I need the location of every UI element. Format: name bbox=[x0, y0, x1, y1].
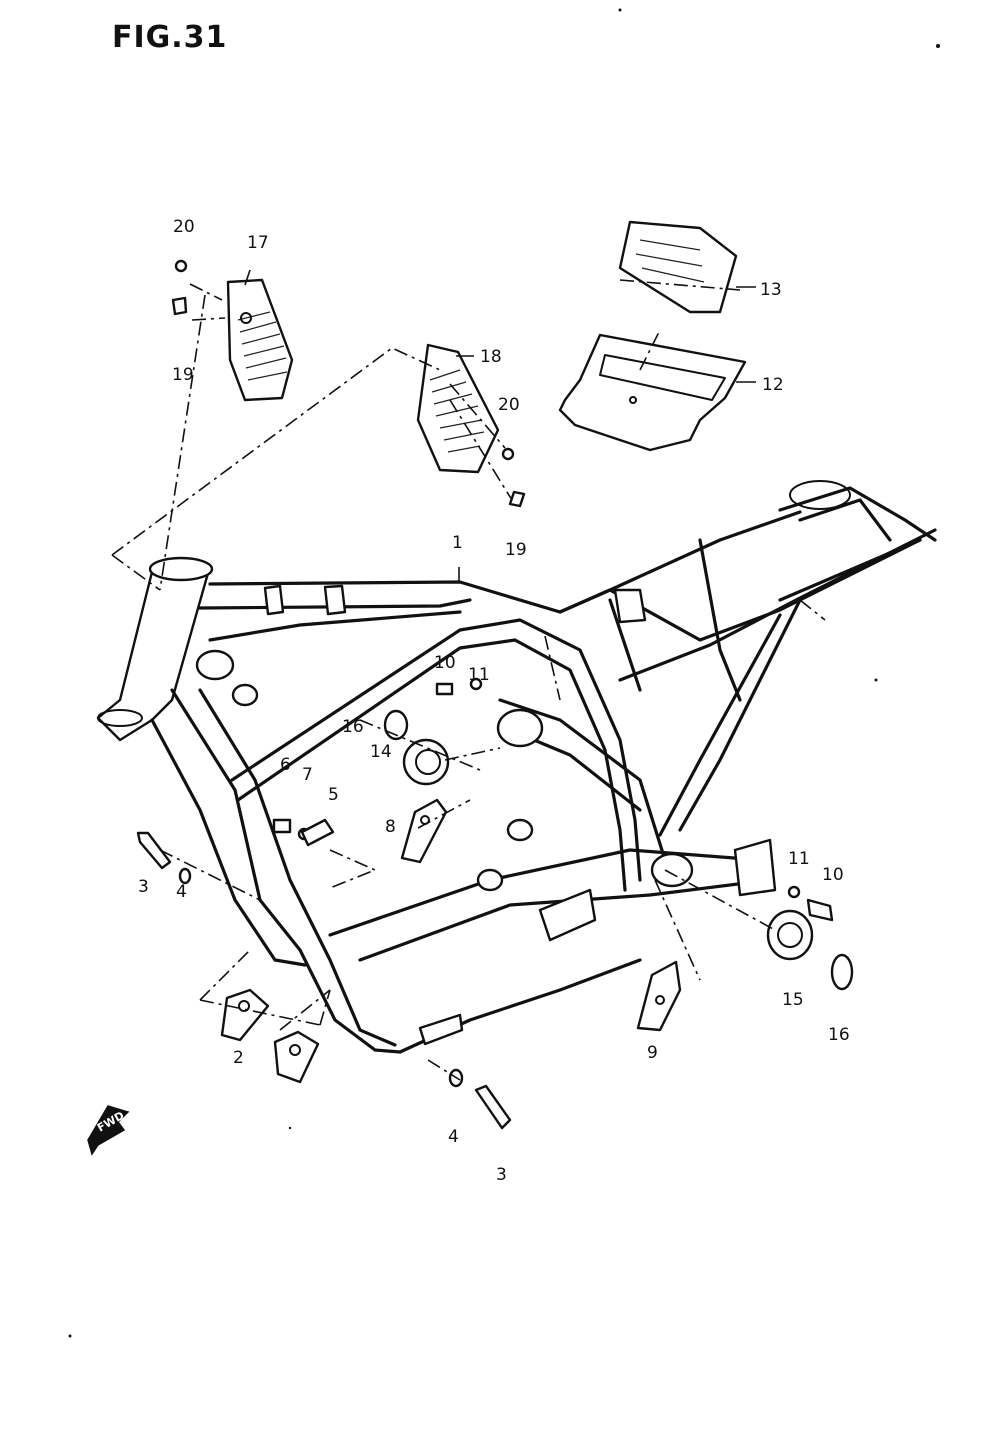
callout-5: 5 bbox=[328, 785, 339, 805]
callout-14: 14 bbox=[370, 742, 392, 762]
callout-19: 19 bbox=[172, 365, 194, 385]
callout-18: 18 bbox=[480, 347, 502, 367]
fwd-arrow-icon: FWD bbox=[87, 1105, 130, 1156]
tray-cover-13 bbox=[618, 220, 738, 314]
callout-3: 3 bbox=[138, 877, 149, 897]
callout-1: 1 bbox=[452, 533, 463, 553]
callout-9: 9 bbox=[647, 1043, 658, 1063]
leader-lines bbox=[111, 279, 826, 1081]
callout-10: 10 bbox=[434, 653, 456, 673]
callout-20: 20 bbox=[173, 217, 195, 237]
callout-4: 4 bbox=[176, 882, 187, 902]
scan-specks bbox=[68, 8, 940, 1338]
side-cover-17 bbox=[226, 278, 294, 402]
callout-20: 20 bbox=[498, 395, 520, 415]
callout-13: 13 bbox=[760, 280, 782, 300]
callout-15: 15 bbox=[782, 990, 804, 1010]
callout-numbers: 20 17 19 18 20 19 13 12 1 10 11 16 14 6 … bbox=[138, 217, 850, 1185]
callout-17: 17 bbox=[247, 233, 269, 253]
main-frame bbox=[96, 480, 937, 1054]
callout-8: 8 bbox=[385, 817, 396, 837]
callout-leaders bbox=[244, 269, 756, 582]
callout-12: 12 bbox=[762, 375, 784, 395]
callout-16: 16 bbox=[342, 717, 364, 737]
callout-7: 7 bbox=[302, 765, 313, 785]
callout-3: 3 bbox=[496, 1165, 507, 1185]
figure-title: FIG.31 bbox=[112, 20, 228, 55]
callout-16: 16 bbox=[828, 1025, 850, 1045]
callout-6: 6 bbox=[280, 755, 291, 775]
callout-10: 10 bbox=[822, 865, 844, 885]
callout-11: 11 bbox=[788, 849, 810, 869]
callout-4: 4 bbox=[448, 1127, 459, 1147]
tool-tray-12 bbox=[558, 333, 747, 452]
callout-2: 2 bbox=[233, 1048, 244, 1068]
callout-11: 11 bbox=[468, 665, 490, 685]
callout-19: 19 bbox=[505, 540, 527, 560]
